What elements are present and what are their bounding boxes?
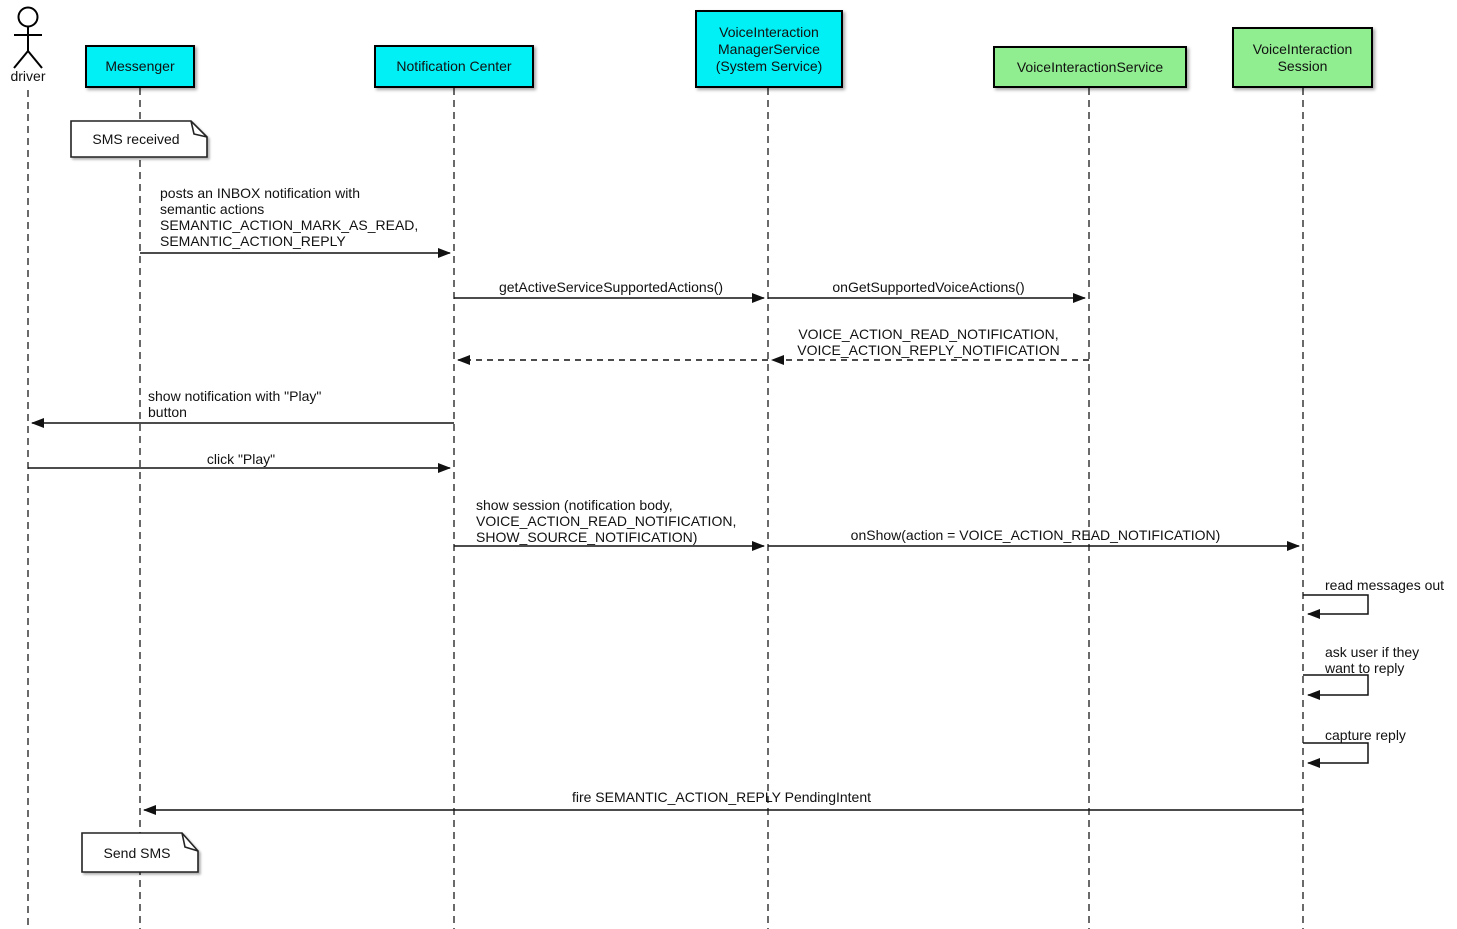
message-get-active-service-supported-actions: getActiveServiceSupportedActions() [498,279,724,295]
participant-voiceinteraction-session-label: VoiceInteraction Session [1252,40,1353,74]
participant-driver-label: driver [10,68,46,84]
message-on-show: onShow(action = VOICE_ACTION_READ_NOTIFI… [850,527,1221,543]
participant-voiceinteractionservice: VoiceInteractionService [993,46,1187,88]
participant-voiceinteraction-session: VoiceInteraction Session [1232,27,1373,88]
note-sms-received: SMS received [92,131,180,147]
note-shape-send-sms [81,832,199,873]
participant-notification-center: Notification Center [374,45,534,88]
message-capture-reply: capture reply [1325,727,1406,743]
self-arrow-read-messages-out [1303,594,1369,619]
message-fire-semantic-action-reply: fire SEMANTIC_ACTION_REPLY PendingIntent [571,789,872,805]
participant-messenger: Messenger [85,45,195,88]
note-send-sms: Send SMS [103,845,171,861]
message-ask-user-to-reply: ask user if they want to reply [1325,644,1420,676]
self-arrow-ask-user-to-reply [1303,674,1369,700]
message-on-get-supported-voice-actions: onGetSupportedVoiceActions() [832,279,1025,295]
participant-notification-center-label: Notification Center [396,58,512,74]
driver-actor-icon [13,6,43,69]
message-posts-inbox-notification: posts an INBOX notification with semanti… [160,185,419,249]
participant-voiceinteractionservice-label: VoiceInteractionService [1016,58,1164,75]
participant-voiceinteraction-managerservice-label: VoiceInteraction ManagerService (System … [715,23,823,74]
note-shape-sms-received [70,120,208,158]
message-show-session: show session (notification body, VOICE_A… [476,497,737,545]
message-returned-voice-actions: VOICE_ACTION_READ_NOTIFICATION, VOICE_AC… [797,326,1060,358]
message-show-notification-with-play: show notification with "Play" button [148,388,322,420]
message-read-messages-out: read messages out [1325,577,1445,593]
participant-messenger-label: Messenger [105,58,175,74]
self-arrow-capture-reply [1303,742,1369,768]
participant-voiceinteraction-managerservice: VoiceInteraction ManagerService (System … [695,10,843,88]
message-click-play: click "Play" [206,451,276,467]
